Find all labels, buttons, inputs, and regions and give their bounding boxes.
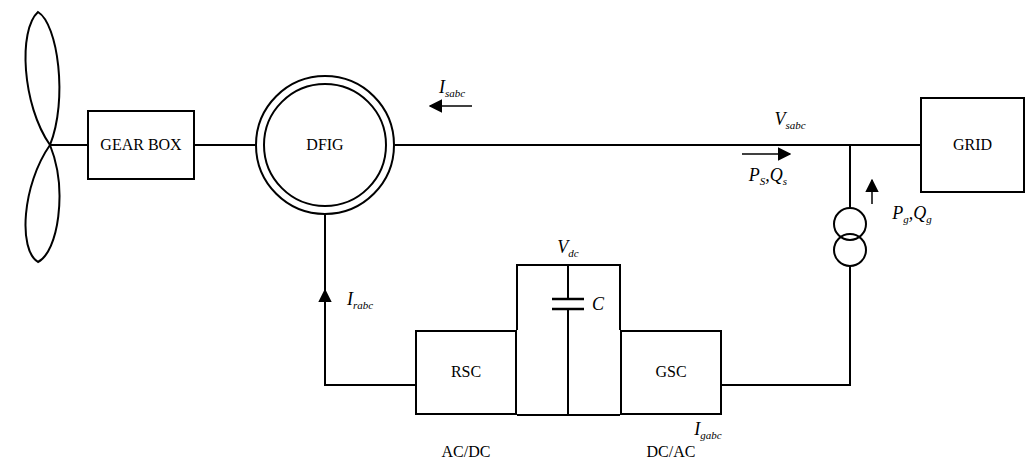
capacitor-lead — [567, 265, 569, 299]
node-text: DFIG — [300, 134, 349, 156]
rotor-ring — [264, 84, 386, 206]
capacitor-plate — [552, 308, 584, 311]
transformer-winding — [834, 208, 866, 240]
converter-type-label: DC/AC — [645, 443, 698, 461]
power-arrow — [742, 153, 790, 155]
power-label: Pg,Qg — [890, 203, 934, 226]
converter-type-label: AC/DC — [440, 443, 493, 461]
capacitor-lead — [567, 309, 569, 415]
converter-box: RSC — [415, 330, 517, 415]
current-arrow — [430, 105, 472, 107]
node-text: GRID — [947, 134, 998, 156]
current-arrow — [324, 290, 326, 310]
node-text: GEAR BOX — [94, 134, 187, 156]
converter-box: GSC — [620, 330, 722, 415]
wire-connector — [722, 145, 920, 385]
transformer-winding — [834, 234, 866, 266]
wire-connector — [195, 144, 255, 146]
current-label: Irabc — [345, 289, 375, 312]
node-text: GSC — [649, 361, 692, 383]
turbine-shaft — [50, 144, 87, 146]
turbine-blade — [26, 145, 60, 262]
node-text: RSC — [445, 361, 487, 383]
capacitor-label: C — [590, 294, 606, 314]
power-arrow — [871, 180, 873, 204]
gearbox-box: GEAR BOX — [87, 110, 195, 180]
transformer-winding-fill — [834, 234, 866, 266]
wire-connector — [395, 144, 920, 146]
voltage-label: Vsabc — [772, 109, 807, 132]
generator-circle: DFIG — [255, 75, 395, 215]
power-label: PS,Qs — [747, 165, 789, 188]
capacitor-plate — [552, 298, 584, 301]
current-label: Isabc — [437, 77, 467, 100]
grid-box: GRID — [920, 97, 1025, 193]
stator-ring — [256, 76, 394, 214]
voltage-label: Vdc — [555, 237, 580, 260]
turbine-blade — [26, 12, 60, 145]
current-label: Igabc — [692, 419, 723, 442]
wire-connector — [325, 215, 415, 385]
